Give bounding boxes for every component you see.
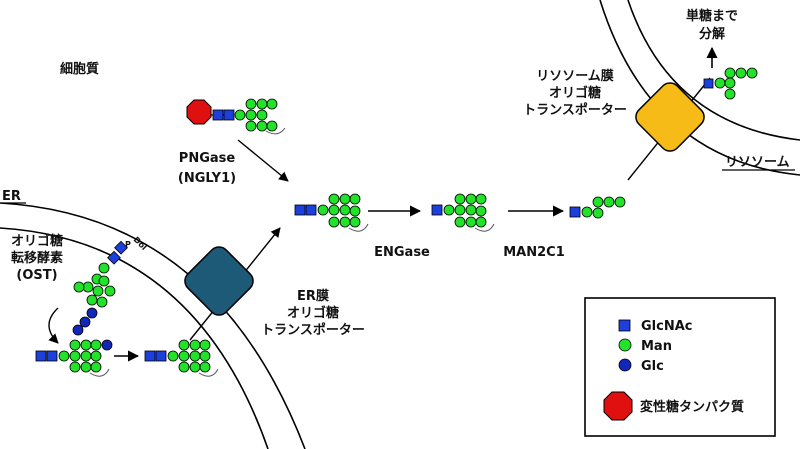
glcnac-square [569,206,581,218]
legend-glc-label: Glc [641,359,664,374]
er-membrane-inner [0,227,269,449]
lysosome-membrane-inner [627,0,800,141]
glcnac-square [46,350,58,362]
misfolded-glycoprotein-glycan [186,98,286,135]
man-circle [256,109,268,121]
dolichol-linked-oligosaccharide [72,240,128,336]
misfolded-protein-octagon [186,99,212,125]
pngase-label-line1: PNGase [179,151,236,166]
engase-label: ENGase [374,245,430,260]
cytosol-label: 細胞質 [60,61,99,77]
glcnac-square [155,350,167,362]
legend-misfolded-icon [603,391,633,421]
legend-glcnac-label: GlcNAc [641,319,692,334]
glc-circle [72,324,84,336]
ost-label-line3: (OST) [16,268,57,283]
glcnac-square [212,109,224,121]
man-circle [256,120,268,132]
er-glycan-transferred [35,339,113,377]
glcnac-square [431,204,443,216]
ost-label-line2: 転移酵素 [11,250,63,266]
glcnac-square [305,204,317,216]
legend-glcnac-icon [618,319,631,332]
glcnac-square [114,240,128,255]
man-circle [245,120,257,132]
er-transporter-label-line3: トランスポーター [261,322,365,338]
arrow-ost-transfer [48,307,59,344]
free-oligosaccharide-glcnac2 [294,193,369,232]
man-circle [234,109,246,121]
man-circle [245,109,257,121]
man-circle [256,98,268,110]
legend-glc-icon [618,358,632,372]
er-membrane-outer [0,202,306,449]
lysosomal-oligosaccharide [703,67,758,100]
lyso-transporter-label-line1: リソソーム膜 [536,68,614,84]
er-glycan-trimmed [144,339,219,377]
glcnac-square [294,204,306,216]
lysosome-oligosaccharide-transporter [635,82,705,152]
legend-man-label: Man [641,339,672,354]
man-circle [266,120,278,132]
lysosome-label: リソソーム [725,155,790,170]
dol-label: Dol [132,235,149,252]
glcnac-square [107,250,121,265]
glc-circle [86,307,98,319]
er-oligosaccharide-transporter [184,246,254,316]
legend-misfolded-label: 変性糖タンパク質 [640,399,744,415]
lyso-transporter-label-line3: トランスポーター [523,102,627,118]
legend-man-icon [618,338,632,352]
ost-label-line1: オリゴ糖 [11,233,63,249]
man2c1-label: MAN2C1 [503,245,565,260]
glcnac-square [703,78,714,89]
man-circle [245,98,257,110]
glcnac-square [35,350,47,362]
lyso-transporter-label-line2: オリゴ糖 [549,85,601,101]
p-label: P [125,240,131,249]
glc-circle [79,316,91,328]
pngase-label-line2: (NGLY1) [178,171,236,186]
man-circle [266,98,278,110]
er-label: ER [2,189,21,204]
er-transporter-label-line2: オリゴ糖 [287,305,339,321]
trimmed-oligosaccharide [569,196,626,219]
er-transporter-label-line1: ER膜 [297,288,329,304]
legend: GlcNAc Man Glc 変性糖タンパク質 [584,297,776,437]
arrow-ost-curve-hint [237,139,289,182]
degrade-label-line2: 分解 [699,26,725,42]
glcnac-square [144,350,156,362]
glcnac-square [223,109,235,121]
free-oligosaccharide-glcnac1 [431,193,495,232]
degrade-label-line1: 単糖まで [686,8,738,24]
